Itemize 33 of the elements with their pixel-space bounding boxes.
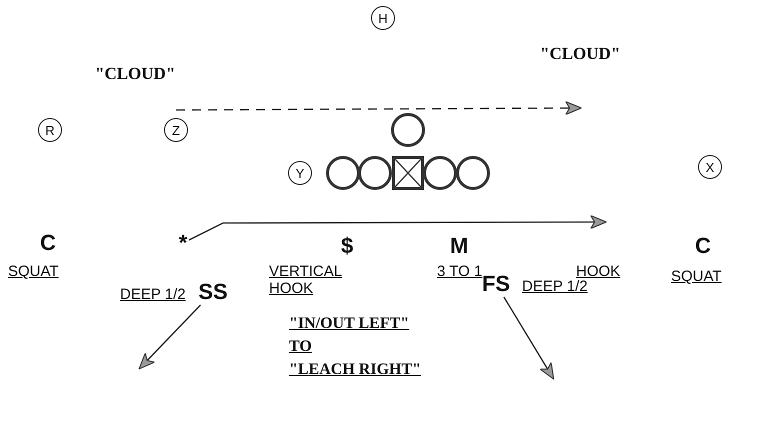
defender-label: C <box>695 233 711 259</box>
call-label: "IN/OUT LEFT" <box>289 315 410 333</box>
route-arrow <box>503 296 554 380</box>
lineman-circle <box>456 156 490 190</box>
lineman-circle <box>423 156 457 190</box>
coverage-text: VERTICAL HOOK <box>269 263 344 297</box>
player-circle: Z <box>164 118 188 142</box>
player-circle: X <box>698 155 722 179</box>
player-circle: H <box>371 6 395 30</box>
defender-label: SS <box>195 279 231 305</box>
motion-arrow <box>176 101 582 116</box>
lineman-circle <box>391 113 425 147</box>
coverage-text: SQUAT <box>671 268 722 285</box>
lineman-circle <box>326 156 360 190</box>
coverage-text: SQUAT <box>8 263 59 280</box>
player-circle: R <box>38 118 62 142</box>
player-circle: Y <box>288 161 312 185</box>
defender-label: $ <box>341 233 354 259</box>
call-label: TO <box>289 338 312 356</box>
call-label: "CLOUD" <box>95 64 176 84</box>
call-label: "CLOUD" <box>540 44 620 64</box>
coverage-text: DEEP 1/2 <box>522 278 588 295</box>
route-arrow <box>138 304 201 370</box>
coverage-text: HOOK <box>576 263 620 280</box>
route-arrow <box>188 215 607 241</box>
call-label: "LEACH RIGHT" <box>289 361 422 379</box>
asterisk-marker: * <box>177 236 189 250</box>
defender-label: M <box>450 233 468 259</box>
lineman-circle <box>358 156 392 190</box>
defender-label: C <box>40 230 56 256</box>
center-square <box>392 156 424 190</box>
coverage-text: DEEP 1/2 <box>120 286 186 303</box>
coverage-text: 3 TO 1 <box>437 263 482 280</box>
